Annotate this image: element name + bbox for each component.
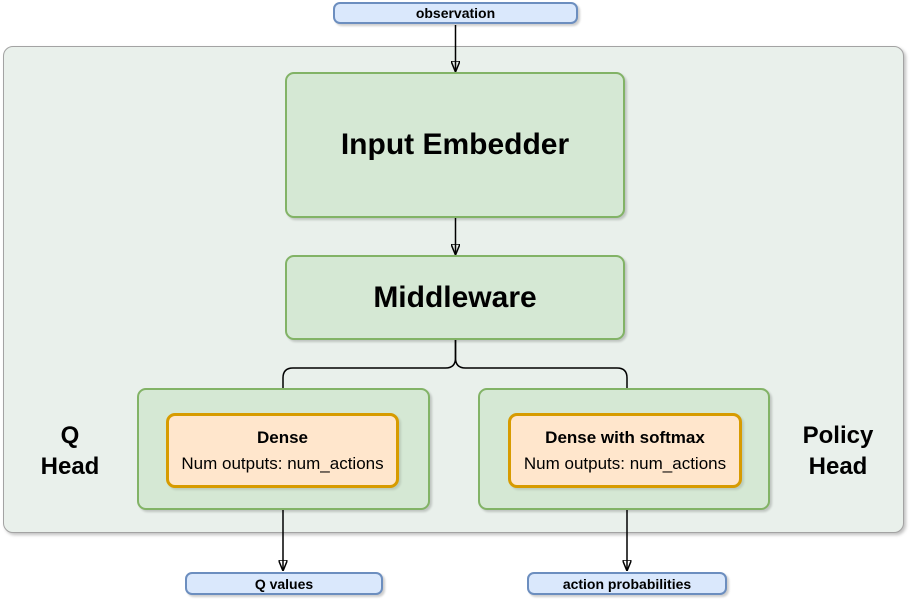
input-embedder-label: Input Embedder (340, 128, 570, 161)
q-dense-title: Dense (256, 427, 309, 447)
q-dense-node: Dense Num outputs: num_actions (166, 413, 399, 488)
action-probabilities-node: action probabilities (527, 572, 727, 595)
q-head-label-line2: Head (40, 453, 100, 480)
q-head-label: Q Head (20, 420, 120, 482)
middleware-label: Middleware (373, 280, 537, 314)
q-dense-subtitle: Num outputs: num_actions (181, 453, 384, 473)
input-embedder-node: Input Embedder (285, 72, 625, 218)
action-probabilities-label: action probabilities (562, 575, 692, 592)
q-values-node: Q values (185, 572, 383, 595)
policy-head-label-line1: Policy (802, 422, 874, 449)
observation-node: observation (333, 2, 578, 24)
policy-dense-title: Dense with softmax (545, 427, 705, 447)
policy-dense-subtitle: Num outputs: num_actions (523, 453, 727, 473)
q-values-label: Q values (254, 575, 314, 592)
middleware-node: Middleware (285, 255, 625, 340)
observation-label: observation (415, 5, 496, 21)
policy-head-label-line2: Head (808, 453, 868, 480)
policy-head-label: Policy Head (788, 420, 888, 482)
policy-dense-node: Dense with softmax Num outputs: num_acti… (508, 413, 742, 488)
q-head-label-line1: Q (60, 422, 80, 449)
